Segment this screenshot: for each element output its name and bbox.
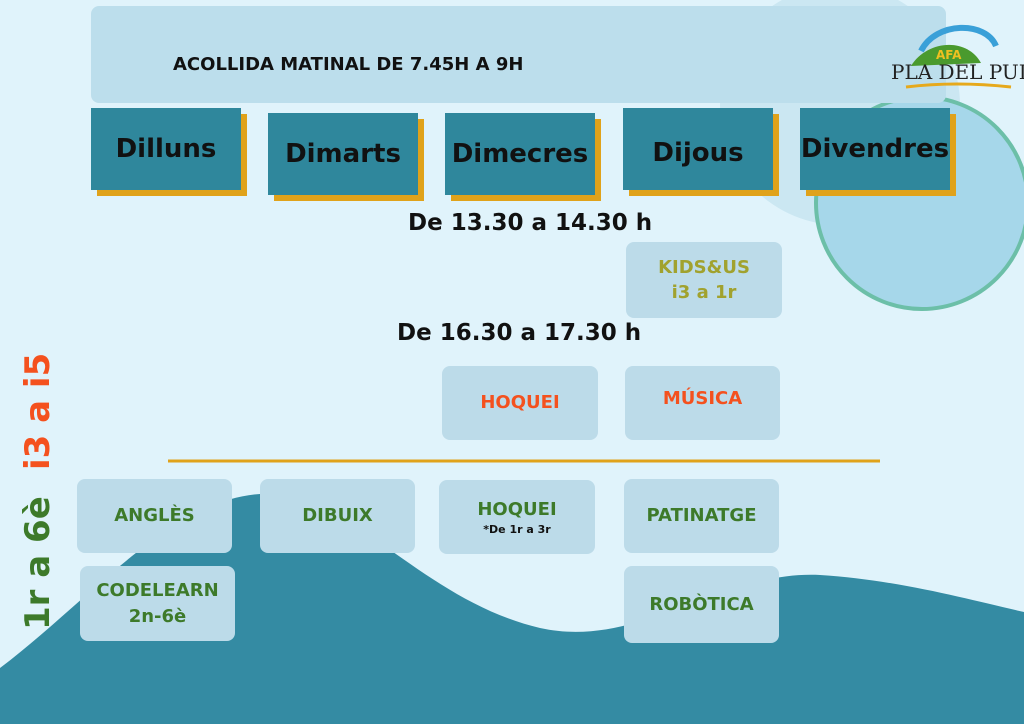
kidsus-age: i3 a 1r [671, 282, 737, 303]
header-title: ACOLLIDA MATINAL DE 7.45H A 9H [173, 54, 524, 75]
activity-dibuix: DIBUIX [260, 479, 415, 553]
activity-patinatge: PATINATGE [624, 479, 779, 553]
activity-kidsus: KIDS&US i3 a 1r [626, 242, 782, 318]
day-dimarts: Dimarts [268, 113, 418, 195]
svg-text:AFA: AFA [936, 48, 962, 62]
activity-codelearn: CODELEARN 2n-6è [80, 566, 235, 641]
activity-hoquei-primaria: HOQUEI *De 1r a 3r [439, 480, 595, 554]
day-dilluns: Dilluns [91, 108, 241, 190]
kidsus-title: KIDS&US [658, 256, 750, 278]
codelearn-title: CODELEARN [96, 580, 219, 602]
header-banner: ACOLLIDA MATINAL DE 7.45H A 9H AFA PLA D… [91, 6, 1024, 103]
activity-hoquei-infantil: HOQUEI [442, 366, 598, 440]
svg-text:PLA DEL PUIG: PLA DEL PUIG [891, 60, 1024, 84]
group-label-primaria: 1r a 6è [18, 496, 58, 630]
hoquei-title: HOQUEI [477, 498, 557, 520]
codelearn-age: 2n-6è [128, 605, 187, 627]
day-dijous: Dijous [623, 108, 773, 190]
group-label-infantil: i3 a i5 [18, 352, 58, 470]
activity-robotica: ROBÒTICA [624, 566, 779, 643]
day-dimecres: Dimecres [445, 113, 595, 195]
time-afternoon: De 16.30 a 17.30 h [397, 320, 642, 346]
day-divendres: Divendres [800, 108, 950, 190]
hoquei-note: *De 1r a 3r [483, 522, 551, 536]
activity-angles: ANGLÈS [77, 479, 232, 553]
afa-logo: AFA PLA DEL PUIG [891, 24, 1024, 89]
time-midday: De 13.30 a 14.30 h [408, 210, 653, 236]
activity-musica: MÚSICA [625, 366, 780, 440]
